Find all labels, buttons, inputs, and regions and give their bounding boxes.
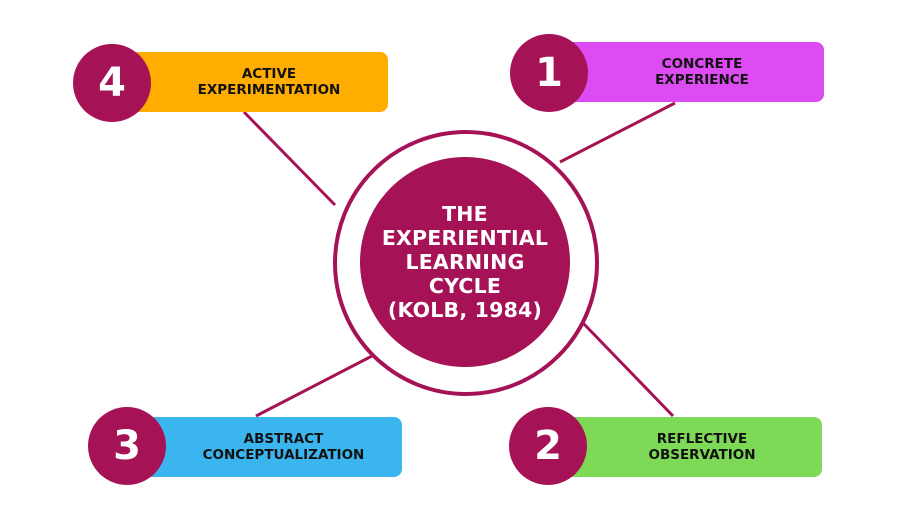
stage-1-label: CONCRETE EXPERIENCE (655, 56, 749, 88)
center-ring (333, 130, 599, 396)
connector-line-3 (255, 354, 373, 418)
stage-2-number-badge: 2 (509, 407, 587, 485)
center-title-line: (KOLB, 1984) (387, 298, 543, 322)
stage-label-line: CONCEPTUALIZATION (202, 447, 365, 463)
stage-2-label: REFLECTIVE OBSERVATION (648, 431, 755, 463)
stage-label-line: EXPERIENCE (655, 72, 749, 88)
center-title: THE EXPERIENTIAL LEARNING CYCLE (KOLB, 1… (382, 202, 548, 322)
center-title-line: EXPERIENTIAL (381, 226, 549, 250)
stage-1-box: CONCRETE EXPERIENCE (560, 42, 824, 102)
stage-label-line: REFLECTIVE (656, 431, 748, 447)
connector-line-2 (581, 321, 675, 418)
stage-2-box: REFLECTIVE OBSERVATION (562, 417, 822, 477)
stage-3-number-badge: 3 (88, 407, 166, 485)
stage-label-line: ABSTRACT (243, 431, 324, 447)
center-title-line: CYCLE (428, 274, 502, 298)
stage-1-number-badge: 1 (510, 34, 588, 112)
stage-4-box: ACTIVE EXPERIMENTATION (130, 52, 388, 112)
connector-line-1 (559, 101, 676, 164)
center-circle: THE EXPERIENTIAL LEARNING CYCLE (KOLB, 1… (360, 157, 570, 367)
stage-3-box: ABSTRACT CONCEPTUALIZATION (145, 417, 402, 477)
stage-label-line: EXPERIMENTATION (197, 82, 341, 98)
stage-label-line: CONCRETE (661, 56, 743, 72)
center-title-line: LEARNING (405, 250, 525, 274)
stage-label-line: ACTIVE (241, 66, 297, 82)
stage-4-label: ACTIVE EXPERIMENTATION (198, 66, 341, 98)
stage-label-line: OBSERVATION (648, 447, 756, 463)
center-title-line: THE (442, 202, 488, 226)
stage-3-label: ABSTRACT CONCEPTUALIZATION (203, 431, 365, 463)
stage-4-number-badge: 4 (73, 44, 151, 122)
connector-line-4 (242, 110, 337, 207)
